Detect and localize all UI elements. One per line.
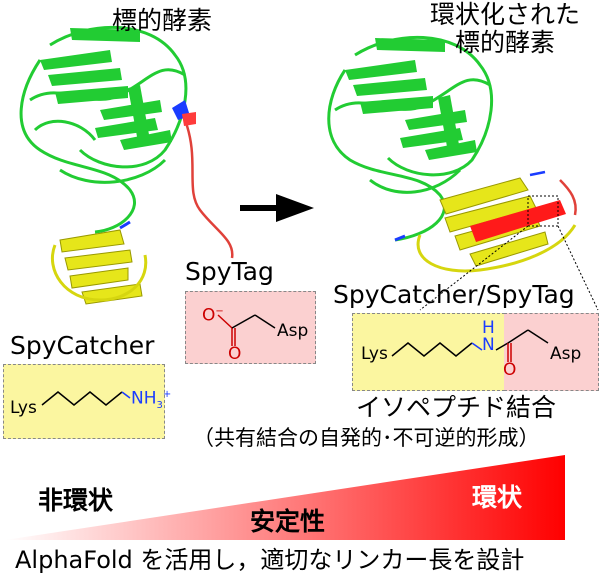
complex-lys: Lys xyxy=(361,344,388,364)
non-cyclic-label: 非環状 xyxy=(38,486,114,515)
spytag-chem-box xyxy=(185,291,316,364)
complex-h: H xyxy=(482,318,495,338)
spycatcher-chem-box xyxy=(3,364,165,439)
spycatcher-label: SpyCatcher xyxy=(10,331,155,360)
isopeptide-note: （共有結合の自発的･不可逆的形成） xyxy=(193,426,540,450)
cyclized-label-line2: 標的酵素 xyxy=(455,28,556,57)
target-enzyme-label: 標的酵素 xyxy=(112,6,213,35)
spytag-o-minus: O− xyxy=(202,305,224,326)
stability-label: 安定性 xyxy=(250,507,326,536)
bottom-caption: AlphaFold を活用し，適切なリンカー長を設計 xyxy=(15,546,525,574)
complex-asp: Asp xyxy=(550,344,582,364)
spytag-asp: Asp xyxy=(277,321,309,341)
complex-chem-box-pink xyxy=(504,313,599,391)
complex-o: O xyxy=(503,360,517,380)
spytag-o: O xyxy=(228,344,242,364)
complex-label: SpyCatcher/SpyTag xyxy=(333,280,575,309)
cyclized-label-line1: 環状化された xyxy=(430,0,581,29)
isopeptide-label: イソペプチド結合 xyxy=(356,393,557,422)
spytag-label: SpyTag xyxy=(185,257,274,286)
spycatcher-lys: Lys xyxy=(10,398,37,418)
cyclic-label: 環状 xyxy=(472,483,523,512)
complex-n: N xyxy=(482,335,495,355)
spycatcher-nh3: NH3+ xyxy=(131,388,172,412)
